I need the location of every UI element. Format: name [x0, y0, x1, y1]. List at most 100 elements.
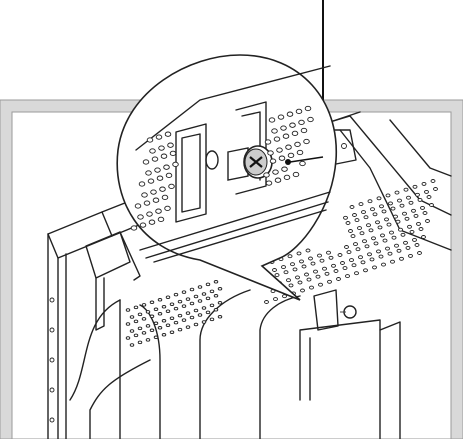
- vent-hole: [390, 259, 395, 264]
- vent-hole: [277, 114, 285, 120]
- vent-hole: [185, 325, 191, 329]
- vent-hole: [324, 271, 330, 276]
- vent-hole: [157, 298, 163, 302]
- vent-hole: [394, 243, 399, 248]
- vent-hole: [367, 199, 373, 204]
- vent-hole: [308, 256, 313, 261]
- vent-hole: [141, 317, 147, 321]
- vent-hole: [297, 280, 303, 285]
- vent-hole: [394, 190, 400, 195]
- vent-hole: [331, 263, 336, 268]
- vent-hole: [319, 258, 325, 263]
- vent-hole: [149, 300, 155, 305]
- vent-hole: [209, 289, 215, 294]
- vent-hole: [415, 192, 420, 197]
- vent-hole: [363, 215, 369, 220]
- vent-hole: [363, 268, 368, 273]
- vent-hole: [159, 186, 166, 192]
- vent-hole: [272, 169, 279, 175]
- vent-hole: [354, 271, 359, 276]
- vent-hole: [281, 265, 286, 270]
- vent-hole: [360, 260, 366, 265]
- vent-hole: [264, 139, 272, 145]
- vent-hole: [393, 214, 398, 219]
- vent-hole: [148, 219, 156, 225]
- vent-hole: [388, 201, 393, 206]
- vent-hole: [217, 287, 223, 291]
- vent-hole: [412, 184, 418, 189]
- vent-hole: [125, 308, 131, 312]
- vent-hole: [354, 218, 360, 223]
- vent-hole: [157, 216, 165, 223]
- vent-hole: [271, 128, 278, 134]
- vent-hole: [165, 172, 173, 179]
- vent-hole: [366, 223, 371, 228]
- vent-hole: [193, 322, 199, 327]
- lower-bracket: [313, 289, 339, 331]
- vent-hole: [137, 340, 143, 345]
- vent-hole: [146, 211, 153, 217]
- vent-hole: [189, 315, 195, 320]
- vent-hole: [304, 105, 312, 112]
- vent-hole: [151, 156, 159, 162]
- vent-hole: [346, 250, 352, 255]
- vent-hole: [430, 179, 436, 183]
- vent-hole: [378, 254, 384, 259]
- zoom-detail-bubble: [116, 54, 337, 301]
- vent-hole: [391, 235, 397, 240]
- vent-hole: [129, 315, 135, 319]
- vent-hole: [137, 214, 144, 220]
- vent-hole: [193, 308, 199, 313]
- vent-hole: [133, 333, 139, 338]
- vent-hole: [213, 294, 219, 298]
- vent-hole: [209, 317, 215, 322]
- vent-hole: [161, 319, 167, 323]
- vent-hole: [181, 304, 187, 308]
- vent-hole: [336, 277, 341, 281]
- vent-hole: [267, 150, 274, 156]
- vent-hole: [125, 322, 131, 326]
- vent-hole: [426, 195, 432, 199]
- vent-hole: [201, 320, 207, 324]
- vent-hole: [300, 127, 308, 134]
- vent-hole: [408, 253, 413, 258]
- vent-hole: [300, 288, 305, 293]
- vent-hole: [340, 261, 345, 265]
- vent-hole: [413, 213, 419, 218]
- vent-hole: [273, 136, 281, 142]
- vent-hole: [355, 247, 361, 252]
- vent-hole: [145, 324, 151, 328]
- vent-hole: [337, 253, 343, 257]
- vent-hole: [163, 164, 170, 170]
- vent-hole: [407, 224, 412, 229]
- vent-hole: [292, 171, 300, 178]
- vent-hole: [299, 259, 304, 264]
- vent-hole: [417, 197, 423, 202]
- vent-holes-zoom: [130, 105, 314, 231]
- vent-hole: [367, 252, 372, 257]
- vent-hole: [288, 283, 294, 288]
- vent-hole: [364, 244, 370, 249]
- vent-hole: [292, 267, 298, 272]
- vent-hole: [352, 213, 357, 217]
- vent-hole: [137, 312, 143, 317]
- vent-hole: [422, 211, 428, 215]
- vent-hole: [181, 318, 187, 322]
- vent-hole: [149, 148, 156, 154]
- vent-hole: [213, 280, 219, 284]
- vent-hole: [418, 227, 424, 231]
- vent-hole: [193, 294, 199, 299]
- vent-hole: [189, 287, 195, 292]
- vent-hole: [263, 172, 270, 178]
- vent-hole: [322, 266, 327, 271]
- vent-hole: [310, 261, 316, 266]
- vent-hole: [168, 183, 175, 190]
- vent-hole: [173, 320, 179, 325]
- vent-hole: [307, 116, 314, 123]
- vent-hole: [130, 225, 138, 231]
- vent-hole: [342, 266, 348, 271]
- vent-hole: [264, 300, 269, 304]
- vent-hole: [137, 326, 143, 331]
- vent-hole: [344, 245, 349, 249]
